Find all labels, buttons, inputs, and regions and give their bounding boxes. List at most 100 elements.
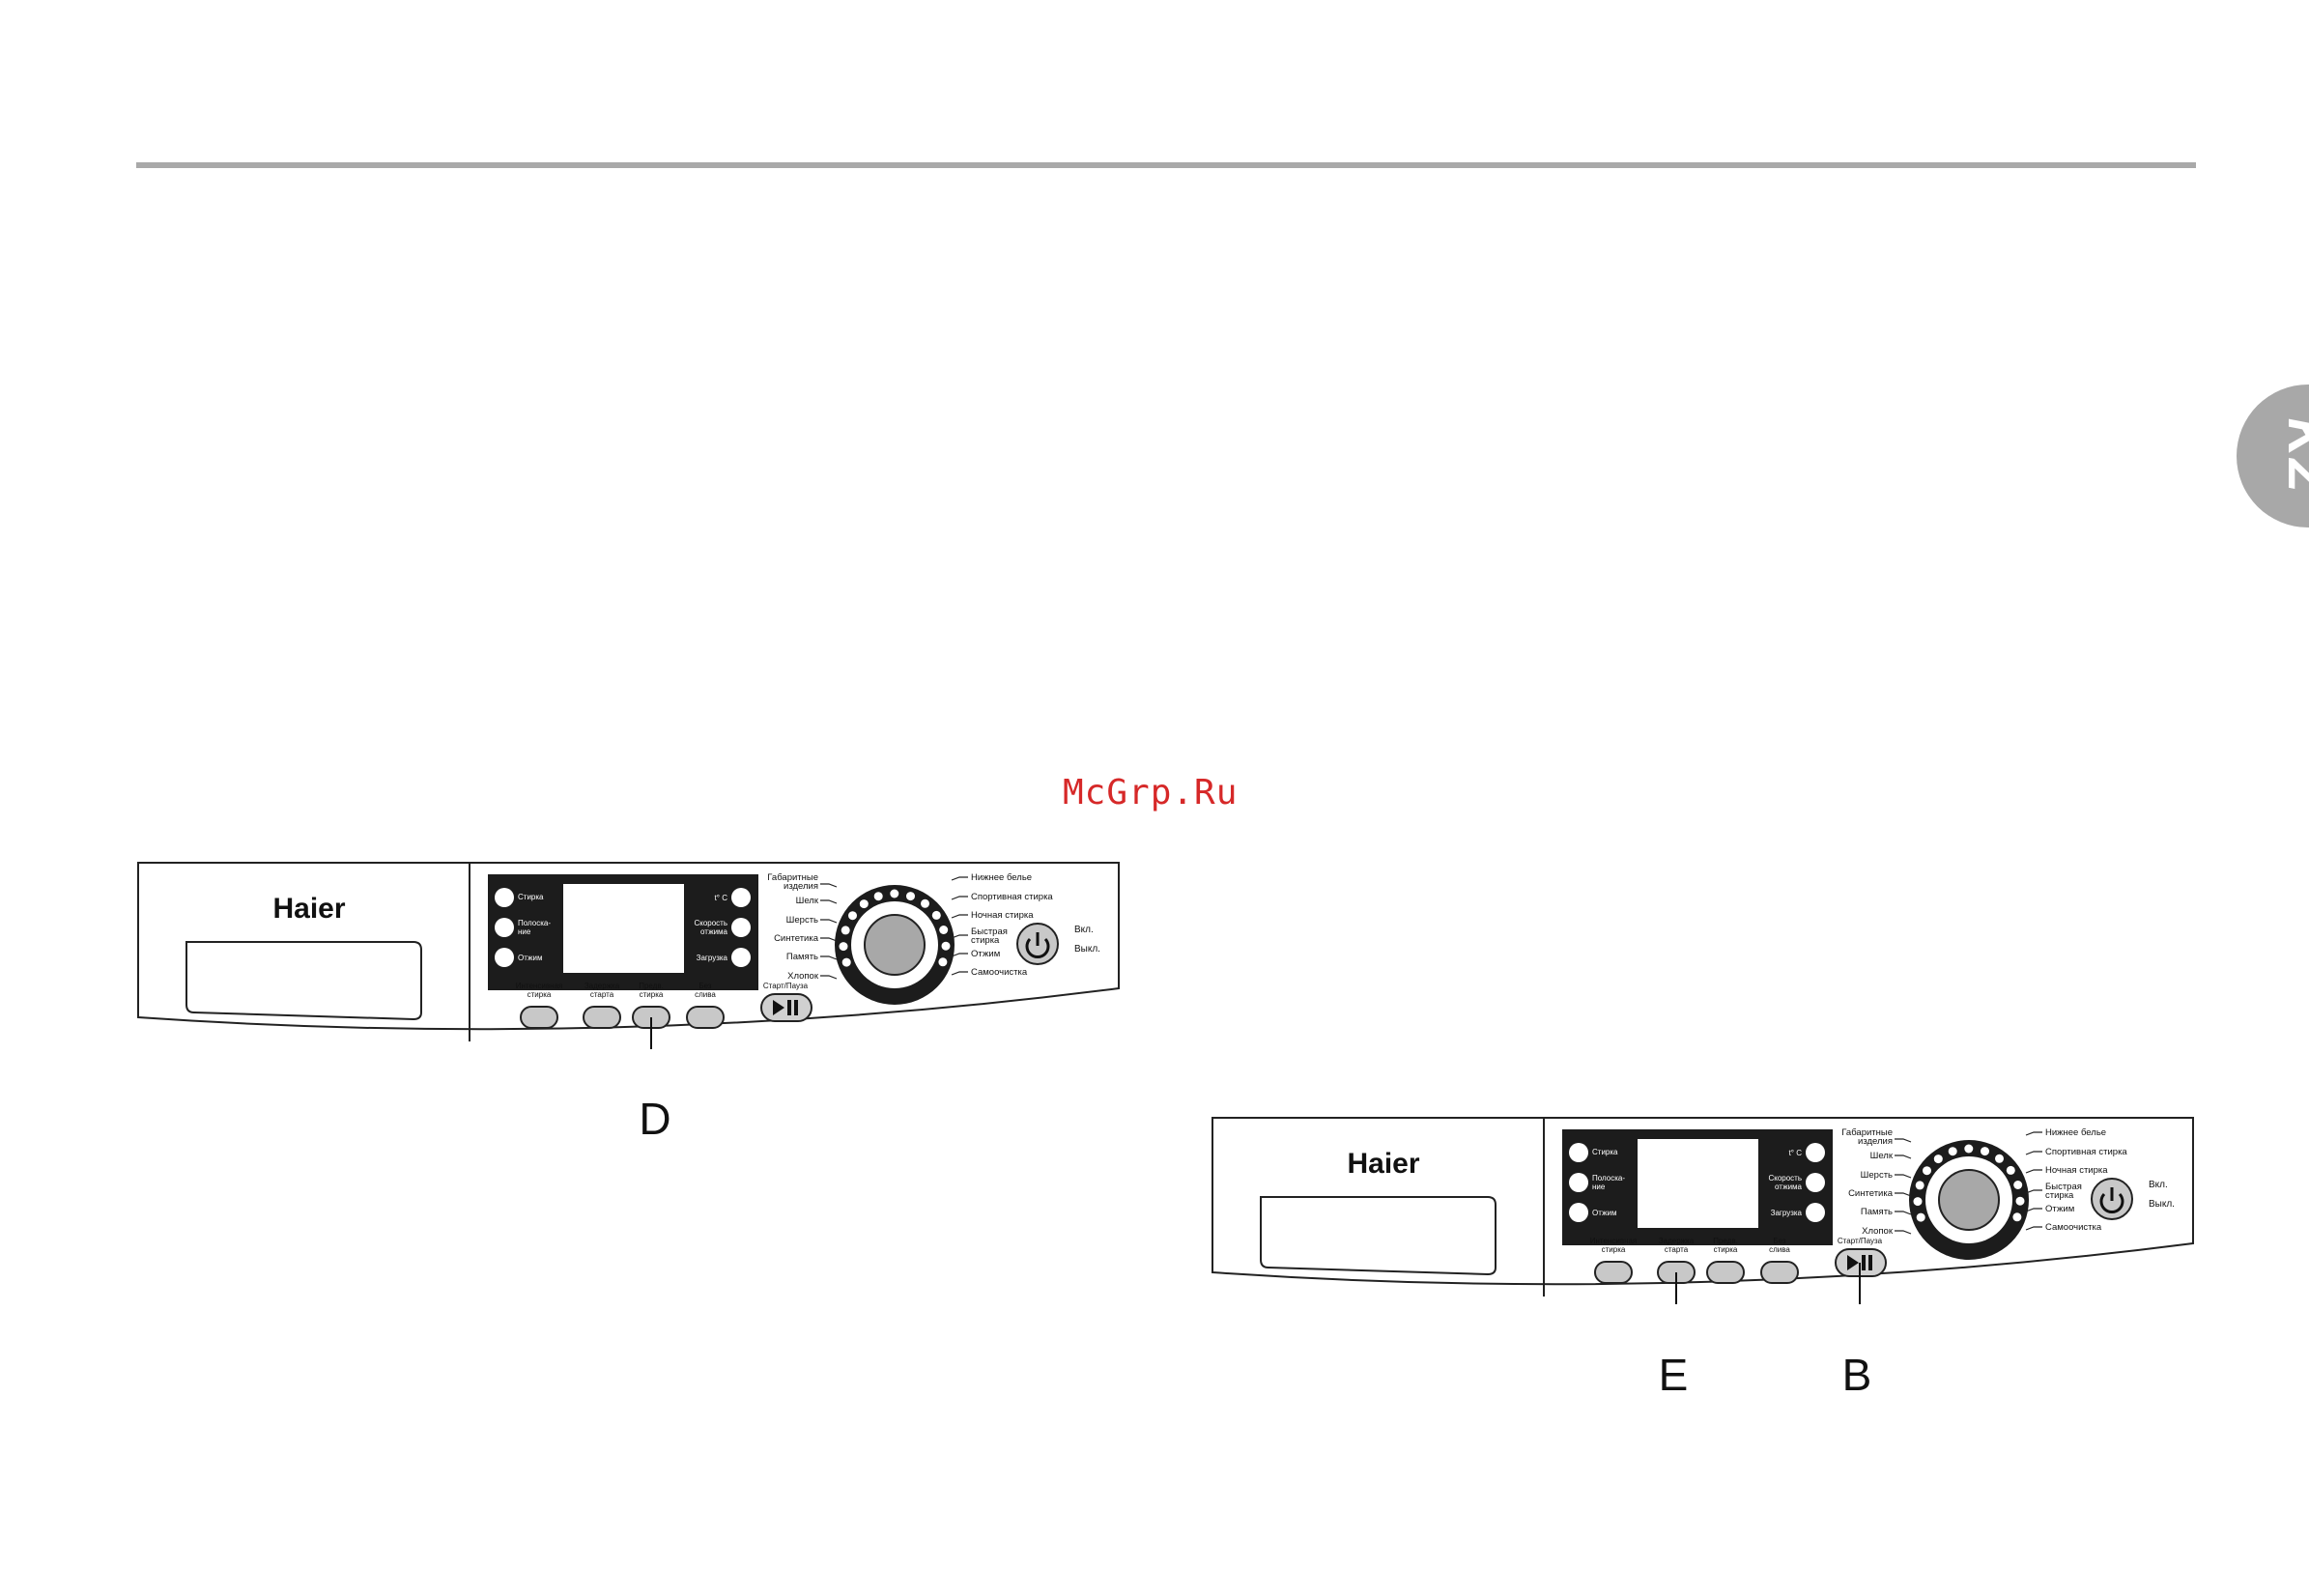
- program-spin-only: Отжим: [971, 949, 1000, 959]
- display-button-rinse[interactable]: [1569, 1173, 1588, 1192]
- intensive-wash-button[interactable]: [520, 1006, 558, 1029]
- delay-start-button[interactable]: [583, 1006, 621, 1029]
- program-leader-line: [820, 937, 838, 942]
- callout-label-b: B: [1841, 1350, 1872, 1400]
- display-button-temperature[interactable]: [1806, 1143, 1825, 1162]
- play-icon: [773, 1000, 784, 1015]
- display-button-load[interactable]: [731, 948, 751, 967]
- program-self-clean: Самоочистка: [971, 967, 1028, 978]
- language-tab-label: KZ: [2277, 417, 2309, 495]
- power-button[interactable]: [1016, 923, 1059, 965]
- program-quick-1: Быстрая: [2045, 1182, 2082, 1192]
- label-prewash-2: стирка: [640, 990, 664, 999]
- program-indicator-dot: [2006, 1165, 2015, 1175]
- pause-icon: [1862, 1255, 1866, 1270]
- start-pause-button[interactable]: [760, 993, 812, 1022]
- program-silk: Шелк: [796, 896, 819, 906]
- label-spin: Отжим: [1592, 1209, 1616, 1217]
- program-bulky-2: изделия: [1858, 1136, 1893, 1147]
- program-indicator-dot: [1915, 1181, 1924, 1190]
- program-leader-line: [2025, 1208, 2042, 1212]
- power-icon: [2099, 1192, 2124, 1213]
- display-button-wash[interactable]: [1569, 1143, 1588, 1162]
- program-indicator-dot: [1948, 1147, 1957, 1156]
- program-indicator-dot: [939, 926, 949, 934]
- program-leader-line: [2025, 1151, 2042, 1155]
- program-indicator-dot: [906, 892, 915, 901]
- program-indicator-dot: [839, 942, 848, 952]
- label-prewash-1: Предв.: [639, 982, 664, 990]
- program-indicator-dot: [848, 911, 857, 921]
- program-indicator-dot: [1923, 1166, 1931, 1176]
- program-silk: Шелк: [1870, 1151, 1894, 1161]
- program-underwear: Нижнее белье: [2045, 1127, 2106, 1138]
- label-delay-2: старта: [590, 990, 614, 999]
- program-spin-only: Отжим: [2045, 1204, 2074, 1214]
- program-synthetic: Синтетика: [1848, 1188, 1894, 1199]
- program-memory: Память: [1861, 1207, 1893, 1217]
- label-spin-speed-1: Скорость: [694, 919, 727, 927]
- program-leader-line: [820, 883, 838, 888]
- language-tab-kz: KZ: [2237, 385, 2309, 527]
- top-divider: [136, 162, 2196, 168]
- label-spin-speed-2: отжима: [1775, 1183, 1803, 1191]
- program-indicator-dot: [1995, 1154, 2004, 1163]
- program-night: Ночная стирка: [2045, 1165, 2108, 1176]
- program-dial[interactable]: [835, 885, 955, 1005]
- display-button-spin[interactable]: [1569, 1203, 1588, 1222]
- display-button-rinse[interactable]: [495, 918, 514, 937]
- prewash-button[interactable]: [1706, 1261, 1745, 1284]
- display-button-spin-speed[interactable]: [731, 918, 751, 937]
- program-leader-line: [820, 919, 838, 924]
- program-bulky-1: Габаритные: [1841, 1127, 1893, 1138]
- display-button-wash[interactable]: [495, 888, 514, 907]
- label-no-drain-1: Без: [1773, 1237, 1786, 1245]
- program-leader-line: [2025, 1169, 2042, 1174]
- label-wash: Стирка: [1592, 1148, 1618, 1156]
- power-on-label: Вкл.: [2149, 1180, 2168, 1190]
- program-indicator-dot: [841, 957, 851, 967]
- power-off-label: Выкл.: [1074, 944, 1100, 955]
- intensive-wash-button[interactable]: [1594, 1261, 1633, 1284]
- no-drain-button[interactable]: [686, 1006, 725, 1029]
- label-rinse-2: ние: [1592, 1183, 1606, 1191]
- label-prewash-2: стирка: [1714, 1245, 1738, 1254]
- program-leader-line: [820, 975, 838, 980]
- callout-label-d: D: [639, 1094, 671, 1144]
- detergent-drawer[interactable]: [185, 941, 422, 1021]
- label-no-drain-1: Без: [698, 982, 712, 990]
- detergent-drawer[interactable]: [1260, 1196, 1497, 1276]
- label-start-pause: Старт/Пауза: [763, 982, 809, 990]
- label-delay-1: Задержка: [584, 982, 620, 990]
- program-leader-line: [1895, 1154, 1912, 1159]
- no-drain-button[interactable]: [1760, 1261, 1799, 1284]
- power-icon: [1025, 937, 1050, 958]
- program-leader-line: [2025, 1131, 2042, 1136]
- program-leader-line: [1895, 1230, 1912, 1235]
- program-quick-2: стирка: [971, 935, 1000, 946]
- label-wash: Стирка: [518, 893, 544, 901]
- program-dial[interactable]: [1909, 1140, 2029, 1260]
- program-leader-line: [820, 955, 838, 960]
- label-temperature: t° C: [1789, 1149, 1803, 1157]
- power-button[interactable]: [2091, 1178, 2133, 1220]
- label-delay-1: Задержка: [1659, 1237, 1695, 1245]
- label-intensive-1: Интенсивная: [1590, 1237, 1638, 1245]
- display-button-spin[interactable]: [495, 948, 514, 967]
- program-indicator-dot: [941, 941, 951, 951]
- display-button-spin-speed[interactable]: [1806, 1173, 1825, 1192]
- program-sport: Спортивная стирка: [971, 892, 1053, 902]
- program-leader-line: [951, 971, 968, 976]
- display-button-load[interactable]: [1806, 1203, 1825, 1222]
- program-leader-line: [951, 914, 968, 919]
- power-off-label: Выкл.: [2149, 1199, 2175, 1210]
- brand-logo: Haier: [1347, 1148, 1419, 1180]
- display-button-temperature[interactable]: [731, 888, 751, 907]
- program-indicator-dot: [1964, 1144, 1974, 1154]
- program-leader-line: [2025, 1189, 2042, 1194]
- program-indicator-dot: [931, 910, 941, 920]
- program-leader-line: [1895, 1192, 1912, 1197]
- program-indicator-dot: [841, 926, 850, 935]
- label-no-drain-2: слива: [695, 990, 716, 999]
- callout-label-e: E: [1658, 1350, 1689, 1400]
